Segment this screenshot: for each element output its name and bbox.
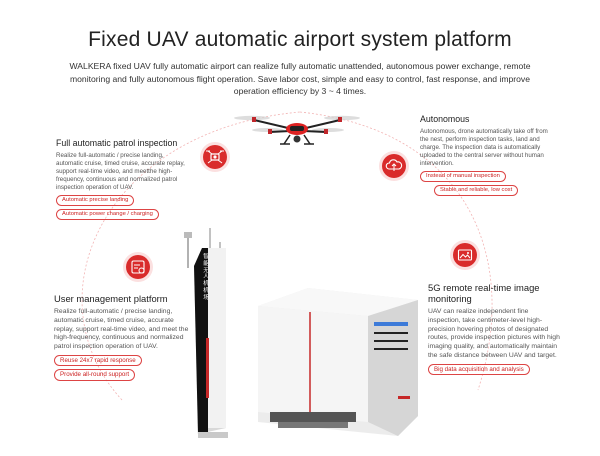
tag-precise-landing: Automatic precise landing [56, 195, 135, 207]
intro-text: WALKERA fixed UAV fully automatic airpor… [69, 61, 531, 96]
image-monitor-icon [453, 243, 477, 267]
feature-patrol: Full automatic patrol inspection Realize… [56, 138, 192, 221]
feature-user-title: User management platform [54, 293, 168, 304]
drone-illustration [234, 115, 360, 145]
cloud-sync-icon [382, 154, 406, 178]
feature-autonomous: Autonomous Autonomous, drone automatical… [420, 114, 552, 197]
feature-user-management: User management platform Realize full-au… [54, 293, 194, 381]
feature-patrol-title: Full automatic patrol inspection [56, 138, 178, 148]
feature-image-title: 5G remote real-time image monitoring [428, 282, 540, 304]
tag-rapid-response: Reuse 24x7 rapid response [54, 354, 142, 367]
tag-big-data: Big data acquisition and analysis [428, 363, 530, 376]
tag-all-round-support: Provide all-round support [54, 369, 136, 381]
feature-patrol-body: Realize full-automatic / precise landing… [56, 152, 185, 192]
feature-autonomous-title: Autonomous [420, 114, 470, 124]
feature-autonomous-body: Autonomous, drone automatically take off… [420, 128, 548, 168]
weather-station-tower [184, 228, 228, 438]
feature-image-body: UAV can realize independent fine inspect… [428, 308, 560, 359]
page-title: Fixed UAV automatic airport system platf… [88, 28, 512, 51]
drone-patrol-icon [203, 145, 227, 169]
tag-stable-reliable: Stable and reliable, low cost [434, 185, 519, 197]
tag-power-change: Automatic power change / charging [56, 209, 159, 221]
feature-image-monitoring: 5G remote real-time image monitoring UAV… [428, 282, 562, 376]
feature-user-body: Realize full-automatic / precise landing… [54, 308, 189, 351]
tower-label: 智能无人机机场 [203, 254, 209, 301]
airport-hangar [258, 288, 418, 436]
tag-manual-inspection: Instead of manual inspection [420, 171, 506, 183]
user-management-icon [126, 255, 150, 279]
